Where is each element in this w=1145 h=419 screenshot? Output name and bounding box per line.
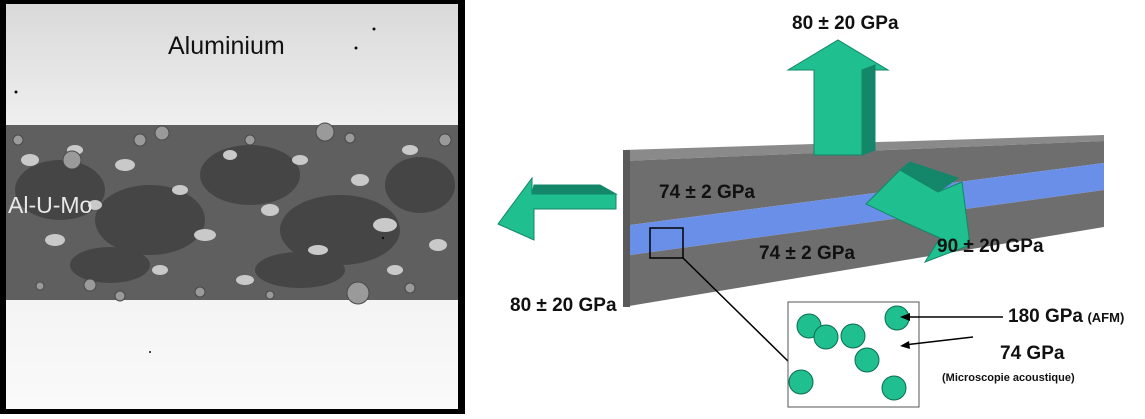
elastic-modulus-schematic: 80 ± 20 GPa 80 ± 20 GPa 90 ± 20 GPa 74 ±…	[470, 0, 1145, 414]
upper-layer-value: 74 ± 2 GPa	[659, 182, 755, 203]
plate-upper-layer	[623, 141, 1104, 226]
fuel-layer	[623, 163, 1104, 256]
particle-value: 180 GPa	[1008, 306, 1083, 327]
matrix-method: (Microscopie acoustique)	[942, 372, 1075, 384]
particle-method: (AFM)	[1087, 310, 1125, 325]
top-arrow-value: 80 ± 20 GPa	[792, 13, 899, 34]
micrograph-image	[0, 0, 465, 414]
plate-lower-layer	[623, 190, 1104, 307]
lower-layer-value: 74 ± 2 GPa	[759, 243, 855, 264]
top-arrow	[786, 39, 890, 156]
plate-front-edge	[623, 150, 630, 307]
particle-modulus: 180 GPa (AFM)	[1008, 306, 1124, 328]
left-arrow	[497, 176, 618, 241]
micrograph: Aluminium Al-U-Mo	[0, 0, 465, 414]
matrix-value: 74 GPa	[1000, 343, 1065, 364]
selection-square	[649, 227, 684, 259]
pointer-74	[903, 336, 974, 346]
schematic-drawing	[497, 39, 1104, 408]
right-arrow	[865, 161, 971, 263]
zoom-line	[682, 257, 796, 369]
aluminium-label: Aluminium	[168, 32, 285, 60]
inset-particles	[788, 305, 910, 401]
left-arrow-value: 80 ± 20 GPa	[510, 295, 617, 316]
al-u-mo-label: Al-U-Mo	[8, 192, 93, 218]
right-arrow-value: 90 ± 20 GPa	[937, 236, 1044, 257]
